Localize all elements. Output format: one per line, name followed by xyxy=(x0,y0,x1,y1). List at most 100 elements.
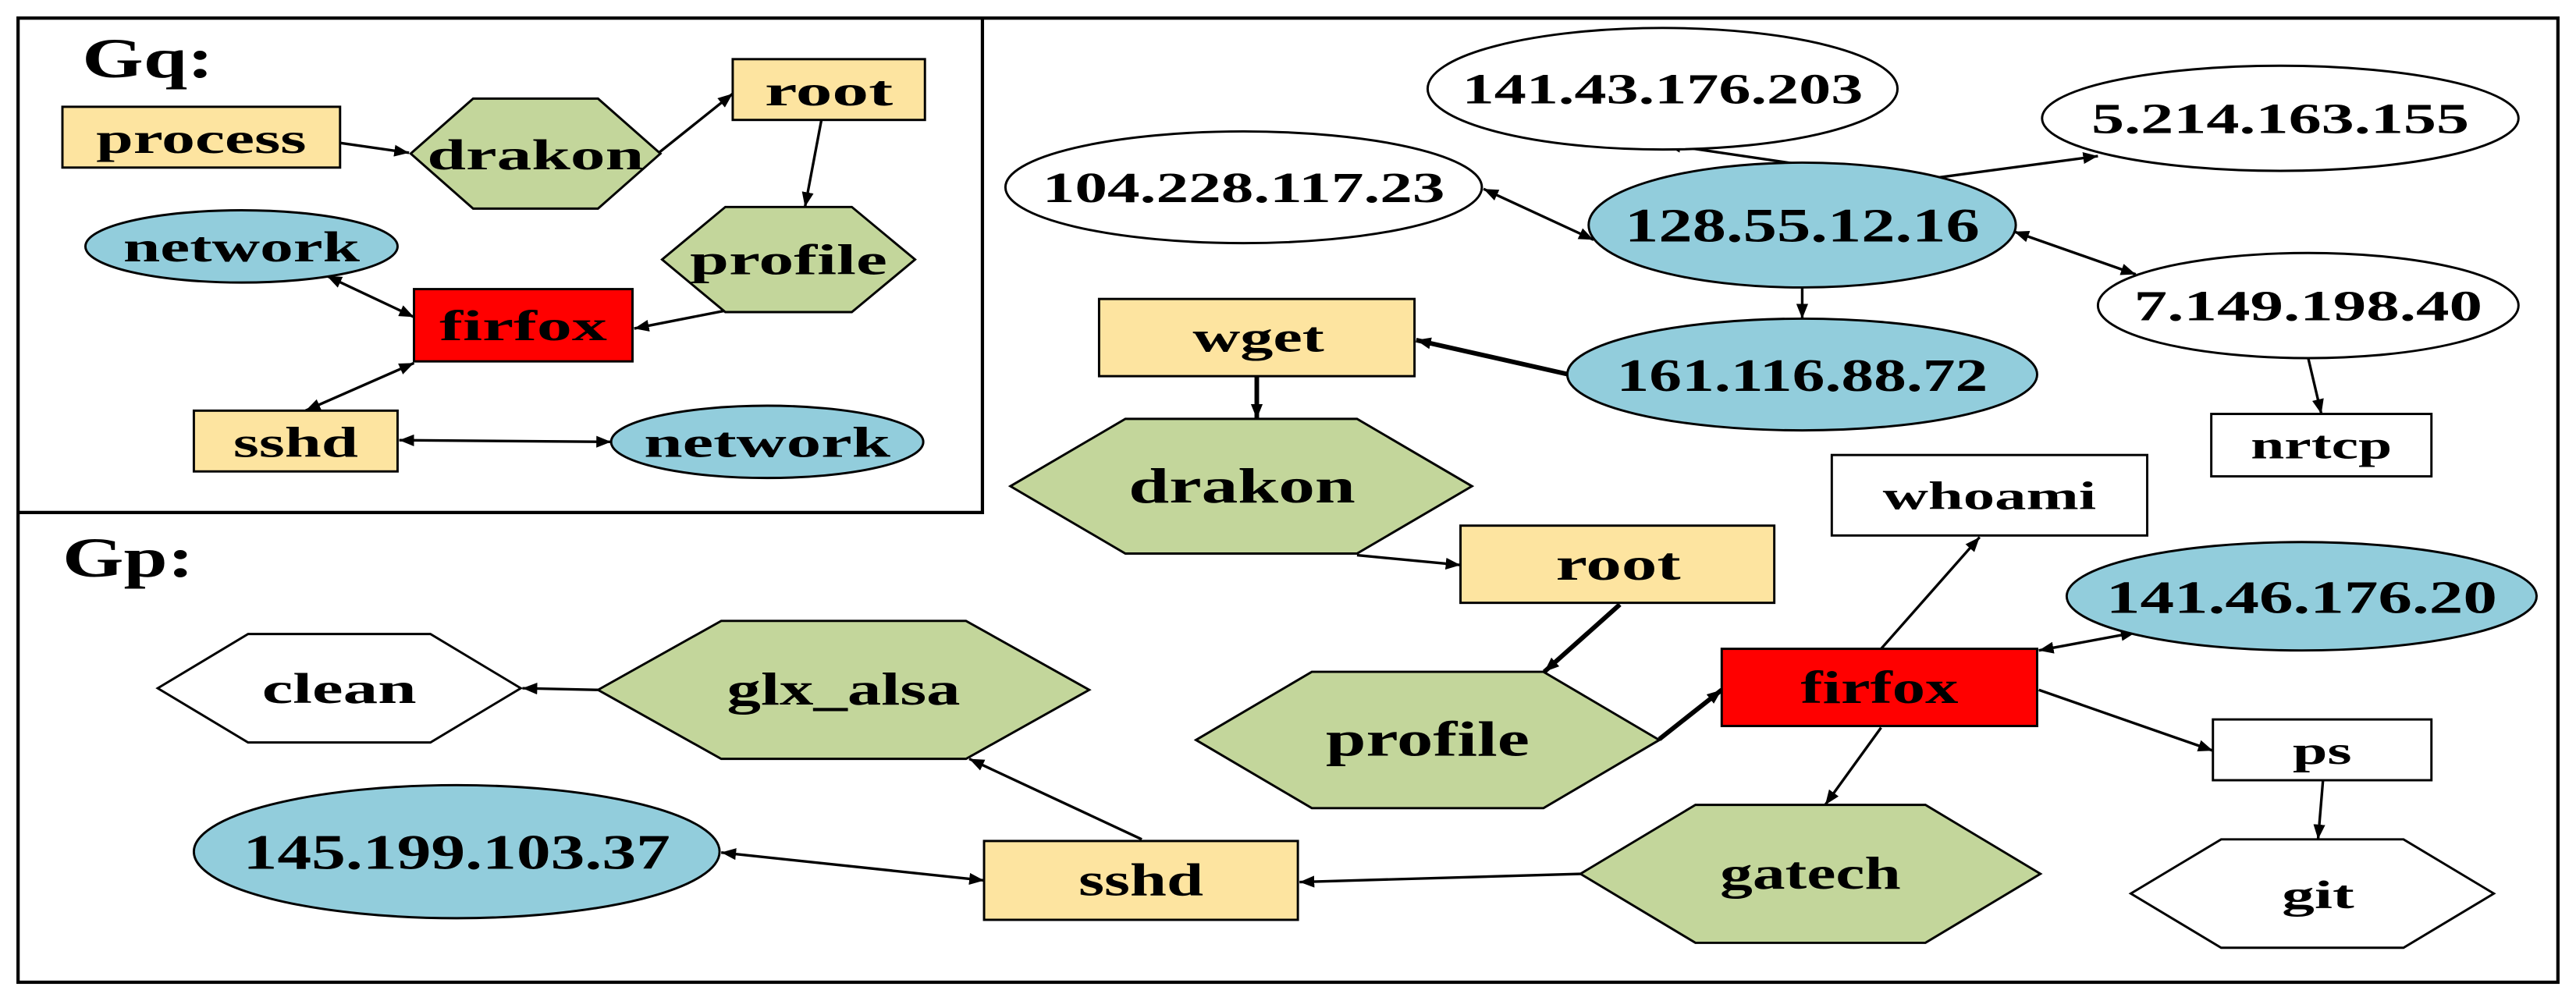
gp-gatech-hexagon xyxy=(1578,804,2043,944)
gq-process-box xyxy=(61,105,342,169)
gp-145-199-103-37-ellipse xyxy=(192,783,721,920)
gp-node-git: git xyxy=(2128,838,2496,950)
gq-node-network-a: network xyxy=(83,209,399,284)
gq-edge-drakon-to-root xyxy=(658,92,734,154)
gq-firfox-label: firfox xyxy=(439,302,608,350)
gq-title: Gq: xyxy=(82,28,213,90)
gp-profile-hexagon xyxy=(1193,670,1662,810)
gp-title: Gp: xyxy=(62,527,194,589)
gp-glx-alsa-hexagon xyxy=(595,619,1092,761)
gp-node-161-116-88-72: 161.116.88.72 xyxy=(1565,317,2038,432)
gp-edge-drakon-to-root xyxy=(1356,553,1461,570)
gp-node-wget: wget xyxy=(1097,297,1416,378)
gp-145-199-103-37-label: 145.199.103.37 xyxy=(243,825,670,880)
gp-128-55-12-16-label: 128.55.12.16 xyxy=(1625,201,1980,253)
gp-104-228-117-23-label: 104.228.117.23 xyxy=(1043,164,1445,211)
gp-whoami-box xyxy=(1830,453,2149,537)
gp-node-clean: clean xyxy=(155,633,524,744)
gp-edge-firfox-141-46 xyxy=(2038,629,2137,654)
gp-141-43-176-203-ellipse xyxy=(1426,27,1899,151)
gp-node-gatech: gatech xyxy=(1578,804,2043,944)
gp-node-5-214-163-155: 5.214.163.155 xyxy=(2041,64,2520,172)
gp-edge-7-149-to-nrtcp xyxy=(2307,357,2324,414)
gq-panel: Gq: process drakon root profile network xyxy=(61,28,926,480)
gp-node-141-43-176-203: 141.43.176.203 xyxy=(1426,27,1899,151)
gq-node-process: process xyxy=(61,105,342,169)
gp-edge-128-to-5-214 xyxy=(1938,152,2098,179)
gq-edge-process-to-drakon xyxy=(339,141,410,157)
gp-firfox-box xyxy=(1720,648,2038,728)
gp-node-drakon: drakon xyxy=(1007,417,1475,555)
gp-wget-box xyxy=(1097,297,1416,378)
gp-root-label: root xyxy=(1556,538,1682,590)
gq-network-a-label: network xyxy=(123,223,361,271)
gp-node-104-228-117-23: 104.228.117.23 xyxy=(1004,130,1483,245)
gp-141-46-176-20-ellipse xyxy=(2065,541,2538,652)
gp-glx-alsa-label: glx_alsa xyxy=(727,663,961,715)
gp-7-149-198-40-ellipse xyxy=(2096,251,2520,360)
gq-node-drakon: drakon xyxy=(409,97,663,210)
gp-edge-firfox-to-gatech xyxy=(1824,726,1882,806)
gp-edge-sshd-145-199 xyxy=(721,848,985,885)
gq-root-label: root xyxy=(765,67,893,115)
gq-node-firfox: firfox xyxy=(413,288,634,363)
gq-panel-border xyxy=(18,18,985,514)
gp-sshd-box xyxy=(982,839,1299,921)
gq-network-b-label: network xyxy=(644,418,891,466)
gp-edge-root-to-profile xyxy=(1542,602,1622,674)
gp-git-label: git xyxy=(2282,873,2354,917)
gp-128-55-12-16-ellipse xyxy=(1587,161,2017,289)
gp-edge-gatech-to-sshd xyxy=(1299,872,1581,888)
gp-node-sshd: sshd xyxy=(982,839,1299,921)
gp-node-whoami: whoami xyxy=(1830,453,2149,537)
gp-git-hexagon xyxy=(2128,838,2496,950)
gq-network-b-ellipse xyxy=(609,404,925,480)
gp-whoami-label: whoami xyxy=(1883,474,2097,518)
gp-node-141-46-176-20: 141.46.176.20 xyxy=(2065,541,2538,652)
gp-sshd-label: sshd xyxy=(1078,854,1203,905)
gq-edge-firfox-sshd xyxy=(304,361,415,412)
gp-nrtcp-label: nrtcp xyxy=(2251,423,2392,467)
gp-141-43-176-203-label: 141.43.176.203 xyxy=(1462,66,1864,113)
gp-wget-label: wget xyxy=(1192,314,1324,361)
gp-edge-ps-to-git xyxy=(2313,779,2326,839)
gq-node-profile: profile xyxy=(660,205,917,314)
gp-node-glx-alsa: glx_alsa xyxy=(595,619,1092,761)
gq-profile-label: profile xyxy=(690,236,887,284)
gp-root-box xyxy=(1459,524,1776,605)
gq-node-sshd: sshd xyxy=(192,409,399,473)
gq-process-label: process xyxy=(96,115,306,162)
gp-node-profile: profile xyxy=(1193,670,1662,810)
gp-5-214-163-155-ellipse xyxy=(2041,64,2520,172)
gp-141-46-176-20-label: 141.46.176.20 xyxy=(2106,571,2497,623)
gp-drakon-hexagon xyxy=(1007,417,1475,555)
gq-node-root: root xyxy=(731,58,926,122)
gp-clean-label: clean xyxy=(262,665,417,712)
gp-node-root: root xyxy=(1459,524,1776,605)
gp-5-214-163-155-label: 5.214.163.155 xyxy=(2091,95,2469,143)
gp-node-firfox: firfox xyxy=(1720,648,2038,728)
gq-edge-network-firfox xyxy=(326,275,415,318)
gq-root-box xyxy=(731,58,926,122)
gp-drakon-label: drakon xyxy=(1128,459,1356,513)
gp-panel: Gp: 141.43.176.203 5.214.163.155 xyxy=(62,27,2538,950)
gp-firfox-label: firfox xyxy=(1800,662,1959,713)
gp-node-7-149-198-40: 7.149.198.40 xyxy=(2096,251,2520,360)
gp-7-149-198-40-label: 7.149.198.40 xyxy=(2134,282,2482,330)
gp-edge-104-228-128 xyxy=(1483,187,1594,241)
gp-edge-firfox-to-ps xyxy=(2038,688,2214,752)
gq-drakon-hexagon xyxy=(409,97,663,210)
gp-ps-label: ps xyxy=(2293,729,2352,772)
gq-network-a-ellipse xyxy=(83,209,399,284)
gq-sshd-label: sshd xyxy=(233,418,358,466)
gp-edge-sshd-to-glx-alsa xyxy=(968,758,1142,841)
gq-sshd-box xyxy=(192,409,399,473)
gp-node-nrtcp: nrtcp xyxy=(2210,413,2433,478)
gp-edge-128-7-149 xyxy=(2013,230,2137,276)
gq-firfox-box xyxy=(413,288,634,363)
gp-gatech-label: gatech xyxy=(1720,847,1901,899)
gp-edge-glx-alsa-to-clean xyxy=(522,682,599,695)
gq-node-network-b: network xyxy=(609,404,925,480)
gp-edge-firfox-to-whoami xyxy=(1880,536,1981,650)
gp-161-116-88-72-ellipse xyxy=(1565,317,2038,432)
